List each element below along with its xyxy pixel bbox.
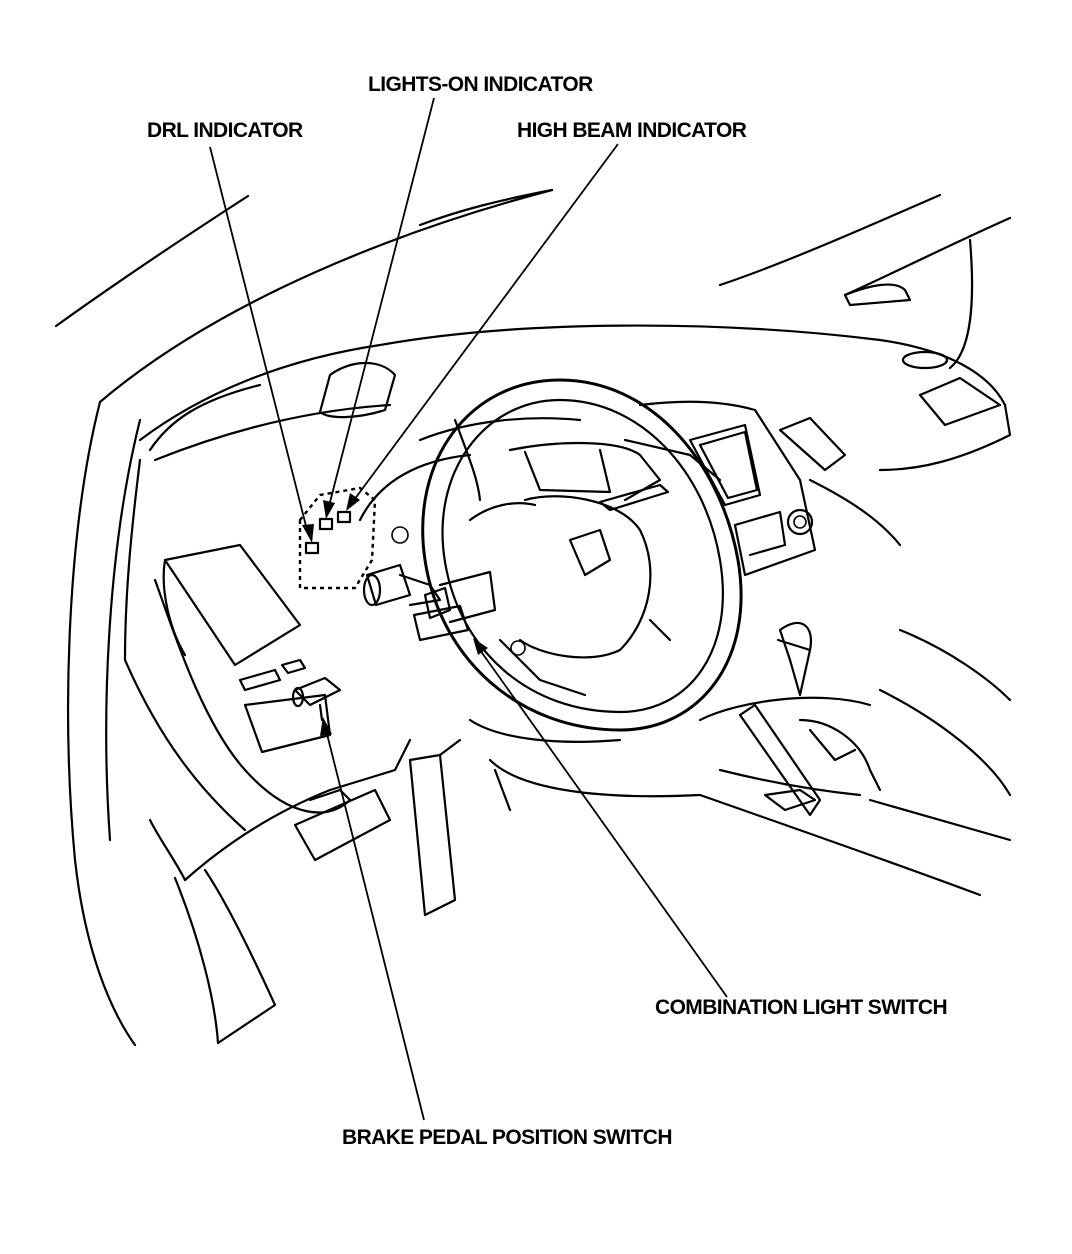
steering-wheel (421, 378, 743, 732)
combination-switch-body (362, 563, 497, 642)
combination-light-switch-label: COMBINATION LIGHT SWITCH (655, 996, 948, 1019)
drl-indicator-lamp (304, 541, 320, 555)
dashboard-top (138, 324, 1012, 472)
floor-and-pedals (293, 718, 982, 917)
door-edge (67, 400, 277, 1047)
brake-switch-body (291, 676, 342, 722)
windshield-outline (54, 188, 1012, 404)
high-beam-indicator-lamp (336, 510, 352, 524)
leader-lines (209, 97, 728, 1121)
lights-on-indicator-label: LIGHTS-ON INDICATOR (368, 73, 593, 96)
indicator-cluster-outline (298, 486, 377, 590)
instrument-cluster (358, 417, 722, 544)
drl-indicator-label: DRL INDICATOR (147, 119, 303, 142)
left-dash-panel (123, 458, 412, 882)
brake-pedal-position-switch-label: BRAKE PEDAL POSITION SWITCH (342, 1126, 673, 1149)
center-console (698, 621, 1012, 842)
high-beam-indicator-label: HIGH BEAM INDICATOR (517, 119, 747, 142)
center-stack (638, 400, 902, 577)
lights-on-indicator-lamp (318, 517, 334, 531)
